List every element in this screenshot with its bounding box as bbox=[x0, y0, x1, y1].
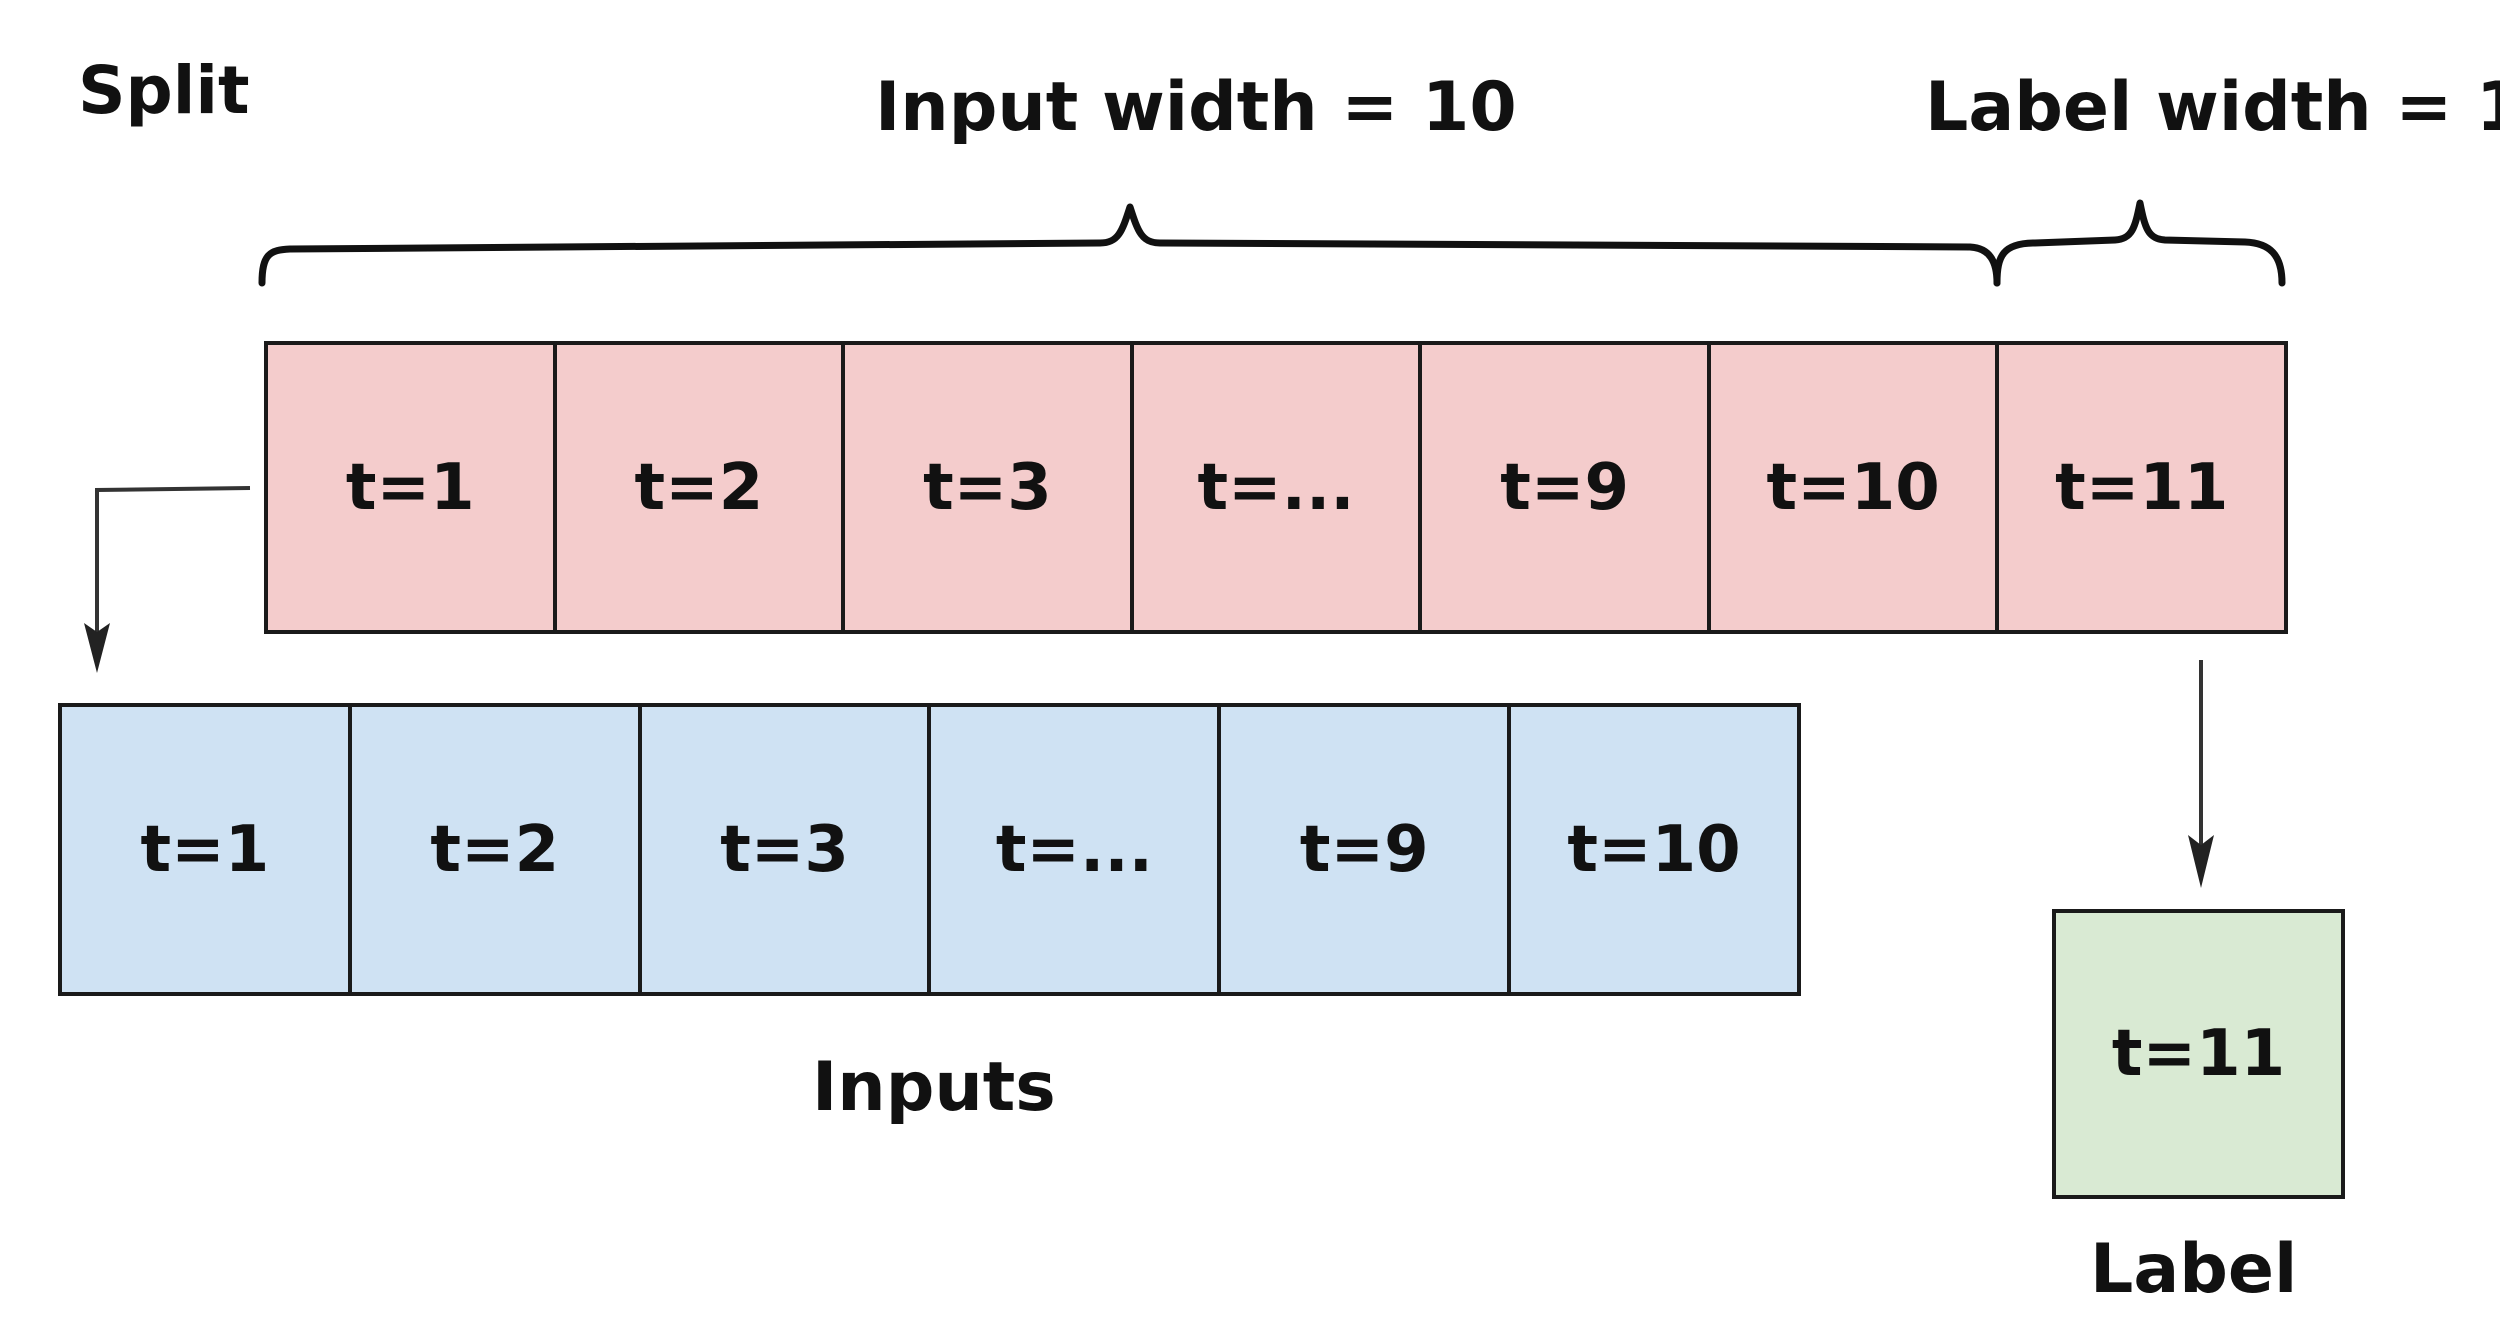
sequence-cell: t=3 bbox=[845, 345, 1134, 630]
label-arrowhead bbox=[2188, 835, 2214, 888]
input-width-brace bbox=[258, 203, 2001, 287]
inputs-cell: t=9 bbox=[1221, 707, 1512, 992]
sequence-cell: t=... bbox=[1134, 345, 1423, 630]
sequence-cell: t=2 bbox=[557, 345, 846, 630]
inputs-cell: t=3 bbox=[642, 707, 932, 992]
sequence-cell: t=9 bbox=[1422, 345, 1711, 630]
label-caption: Label bbox=[2090, 1230, 2298, 1309]
diagram-title: Split bbox=[78, 52, 250, 129]
inputs-cell: t=2 bbox=[352, 707, 642, 992]
inputs-cell: t=10 bbox=[1567, 812, 1741, 887]
inputs-cell: t=1 bbox=[62, 707, 352, 992]
label-width-label: Label width = 1 bbox=[1925, 68, 2500, 147]
inputs-strip: t=1 t=2 t=3 t=... t=9 t=10 bbox=[58, 703, 1801, 996]
sequence-cell: t=11 bbox=[2055, 450, 2229, 525]
sequence-cell: t=1 bbox=[268, 345, 557, 630]
inputs-cell: t=... bbox=[931, 707, 1222, 992]
label-box: t=11 bbox=[2052, 909, 2345, 1199]
label-width-brace bbox=[1993, 199, 2286, 287]
label-cell: t=11 bbox=[2111, 1017, 2286, 1091]
input-width-label: Input width = 10 bbox=[875, 68, 1517, 147]
inputs-arrowhead bbox=[84, 623, 110, 673]
sequence-cell: t=10 bbox=[1711, 345, 2000, 630]
sequence-strip: t=1 t=2 t=3 t=... t=9 t=10 t=11 bbox=[264, 341, 2288, 634]
inputs-connector bbox=[95, 486, 251, 640]
inputs-caption: Inputs bbox=[812, 1048, 1056, 1127]
